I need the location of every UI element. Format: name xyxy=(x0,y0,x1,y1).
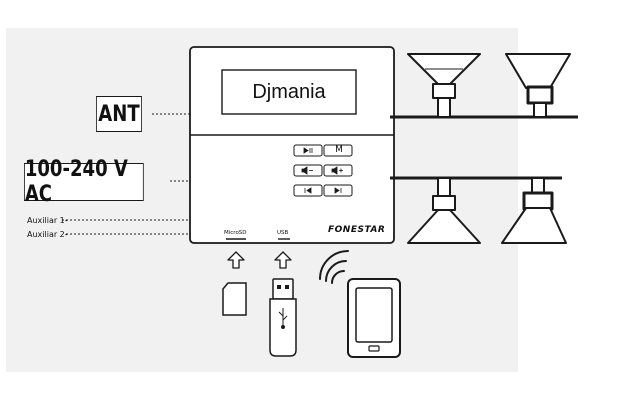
usb-stick-icon xyxy=(269,278,297,357)
volume-down-icon xyxy=(301,166,313,175)
aux2-input-label: Auxiliar 2- xyxy=(27,230,68,239)
wall-speaker-icon xyxy=(501,177,567,244)
display-text: Djmania xyxy=(252,80,326,103)
ceiling-speaker-icon xyxy=(407,177,481,244)
wall-speaker-icon xyxy=(505,53,571,118)
power-input-label: 100-240 V AC xyxy=(24,157,144,207)
microsd-port-label: MicroSD xyxy=(224,230,247,236)
volume-up-icon xyxy=(331,166,343,175)
play-pause-icon xyxy=(303,147,313,154)
usb-port-label: USB xyxy=(277,230,289,236)
volume-down-button xyxy=(293,164,323,177)
volume-up-button xyxy=(323,164,353,177)
aux1-input-label: Auxiliar 1- xyxy=(27,216,68,225)
brand-logo: FONESTAR xyxy=(328,225,386,235)
microsd-card-icon xyxy=(222,282,247,316)
antenna-input-text: ANT xyxy=(98,101,140,127)
usb-arrow-icon xyxy=(274,251,292,269)
smartphone-icon xyxy=(347,278,401,358)
ceiling-speaker-icon xyxy=(407,53,481,118)
device-display xyxy=(221,69,357,115)
next-icon xyxy=(334,187,342,194)
microsd-arrow-icon xyxy=(227,251,245,269)
previous-icon xyxy=(304,187,312,194)
bluetooth-signal-icon xyxy=(319,250,349,284)
power-input-text: 100-240 V AC xyxy=(24,157,128,207)
mode-button xyxy=(323,144,353,157)
mode-button-label: M xyxy=(335,145,343,155)
antenna-input-label: ANT xyxy=(96,96,142,132)
